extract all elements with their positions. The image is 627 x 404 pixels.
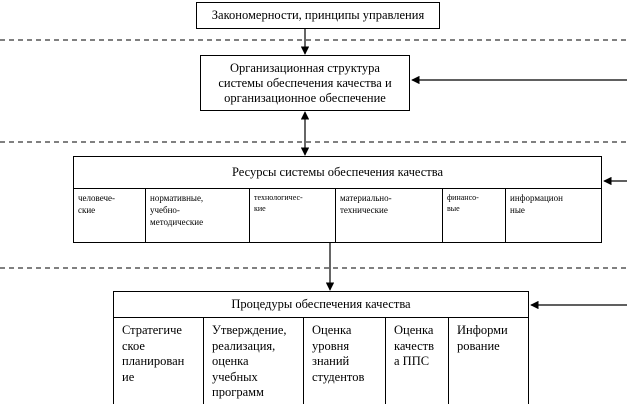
procedure-cell-informing: Информи рование [448,317,529,404]
resource-label: информацион ные [510,193,563,215]
resource-cell-technological: технологичес- кие [249,188,336,243]
resource-cell-normative: нормативные, учебно- методические [145,188,250,243]
resource-cell-informational: информацион ные [505,188,602,243]
resource-cell-material: материально- технические [335,188,443,243]
resource-label: нормативные, учебно- методические [150,193,204,227]
procedure-cell-programs: Утверждение, реализация, оценка учебных … [203,317,304,404]
principles-box: Закономерности, принципы управления [196,2,440,29]
procedure-label: Информи рование [457,323,508,353]
resources-title: Ресурсы системы обеспечения качества [231,165,444,179]
procedure-cell-strategic-planning: Стратегиче ское планирован ие [113,317,204,404]
procedure-label: Оценка качеств а ППС [394,323,434,368]
procedure-label: Оценка уровня знаний студентов [312,323,365,384]
resource-label: человече- ские [78,193,115,215]
procedure-label: Стратегиче ское планирован ие [122,323,185,384]
procedure-cell-student-assessment: Оценка уровня знаний студентов [303,317,386,404]
org-structure-label: Организационная структура системы обеспе… [218,60,392,105]
procedures-title: Процедуры обеспечения качества [231,297,411,311]
org-structure-box: Организационная структура системы обеспе… [200,55,410,111]
procedures-header-box: Процедуры обеспечения качества [113,291,529,318]
resource-cell-human: человече- ские [73,188,146,243]
resource-label: финансо- вые [447,193,479,213]
resource-cell-financial: финансо- вые [442,188,506,243]
resource-label: технологичес- кие [254,193,303,213]
resource-label: материально- технические [340,193,392,215]
procedure-label: Утверждение, реализация, оценка учебных … [212,323,287,399]
procedure-cell-staff-quality: Оценка качеств а ППС [385,317,449,404]
principles-label: Закономерности, принципы управления [211,8,425,22]
resources-header-box: Ресурсы системы обеспечения качества [73,156,602,189]
